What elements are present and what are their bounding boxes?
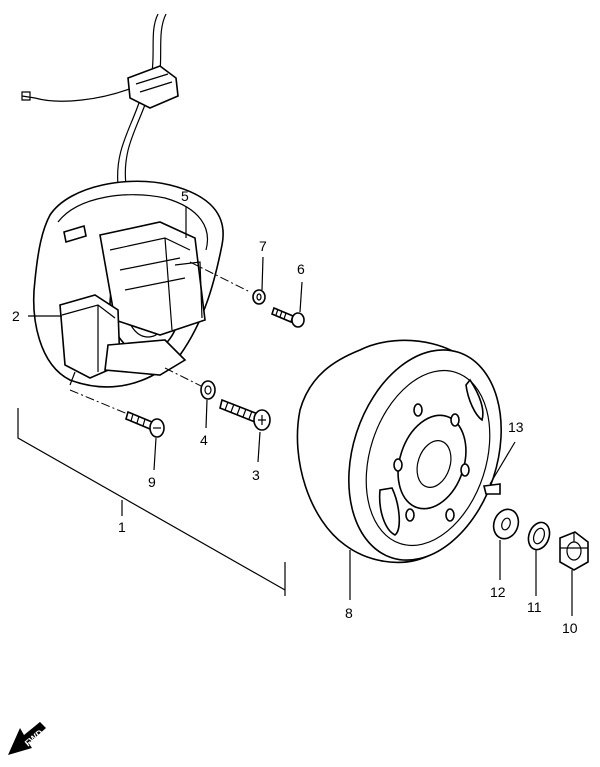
callout-8: 8 [345,605,353,621]
flywheel-rotor [296,339,502,564]
fwd-direction-logo: FWD [8,722,46,755]
screw-3 [219,398,271,431]
callout-1: 1 [118,519,126,535]
leader-lines [17,207,573,616]
key-13 [483,483,501,495]
screw-9 [125,410,165,438]
callout-5: 5 [181,188,189,204]
callout-9: 9 [148,474,156,490]
washer-12 [492,508,520,540]
callout-11: 11 [527,599,542,615]
screw-6 [271,306,305,328]
nut-10 [559,531,589,571]
washer-4 [200,380,216,400]
lock-washer-11 [527,521,551,551]
washer-7 [252,289,266,305]
callout-6: 6 [297,261,305,277]
callout-7: 7 [259,238,267,254]
callout-13: 13 [508,419,524,435]
callout-3: 3 [252,467,260,483]
callout-2: 2 [12,308,20,324]
callout-12: 12 [490,584,506,600]
ignition-coil [59,294,187,386]
callout-10: 10 [562,620,578,636]
wire-harness [21,13,179,186]
callout-4: 4 [200,432,208,448]
